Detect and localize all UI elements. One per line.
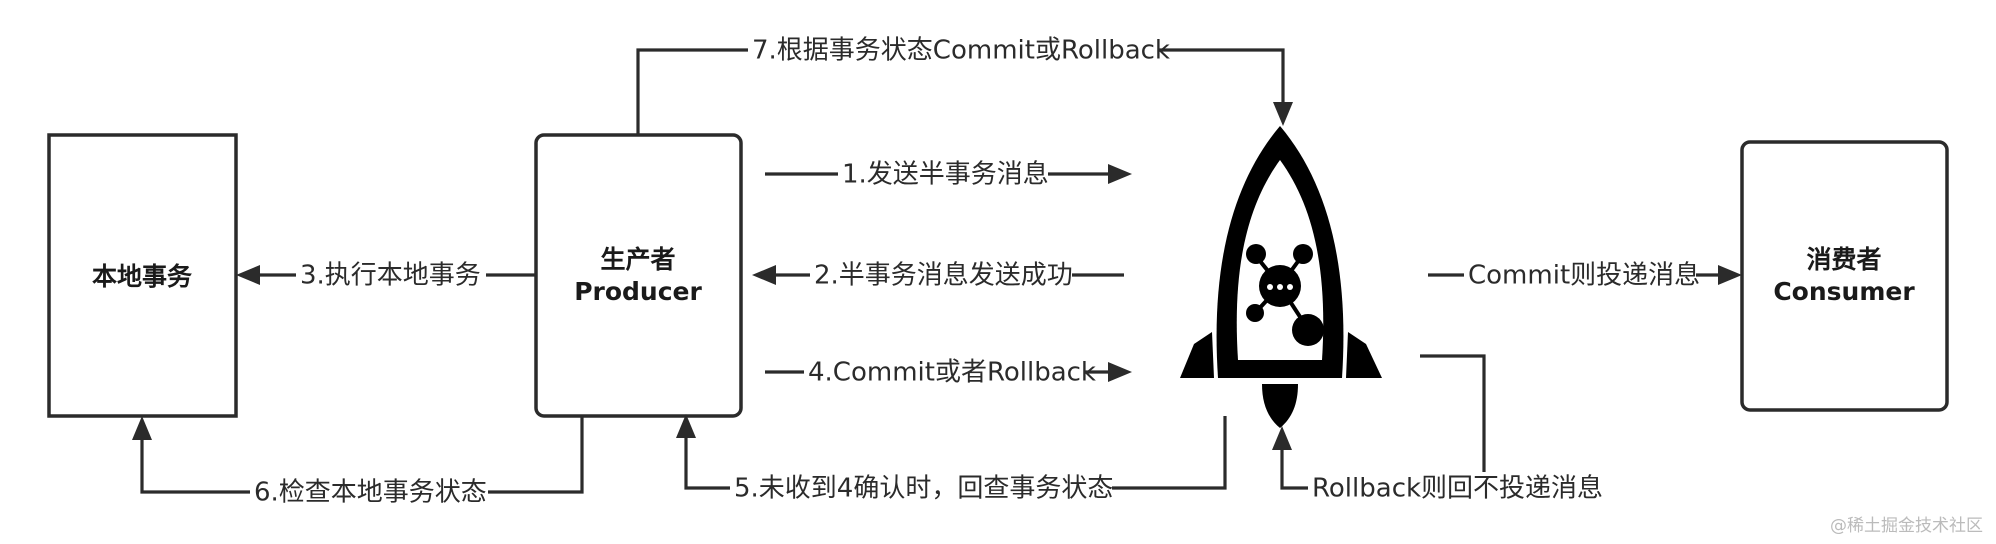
edge-2-label: 2.半事务消息发送成功 <box>814 261 1073 291</box>
edge-2-half-message-ok: 2.半事务消息发送成功 <box>752 259 1124 291</box>
edge-1-send-half-message: 1.发送半事务消息 <box>765 158 1132 190</box>
edge-commit-label: Commit则投递消息 <box>1468 261 1700 291</box>
edge-6-check-local-status: 6.检查本地事务状态 <box>132 416 584 508</box>
node-producer-label-en: Producer <box>574 277 702 306</box>
edge-4-label: 4.Commit或者Rollback <box>808 358 1096 388</box>
edge-7-commit-by-status: 7.根据事务状态Commit或Rollback <box>636 34 1293 135</box>
node-producer-label-cn: 生产者 <box>600 245 675 274</box>
node-consumer-label-en: Consumer <box>1773 277 1915 306</box>
edge-3-label: 3.执行本地事务 <box>300 261 481 291</box>
node-local-transaction-label: 本地事务 <box>92 262 192 291</box>
edge-5-check-back: 5.未收到4确认时，回查事务状态 <box>676 414 1227 504</box>
broker-rocket-icon <box>1180 126 1382 428</box>
broker-hub-symbol <box>1246 244 1324 346</box>
watermark: @稀土掘金技术社区 <box>1830 516 1983 536</box>
edge-4-commit-or-rollback: 4.Commit或者Rollback <box>765 356 1132 388</box>
node-producer: 生产者 Producer <box>534 133 743 418</box>
node-local-transaction: 本地事务 <box>47 133 238 418</box>
node-consumer-label-cn: 消费者 <box>1806 245 1881 274</box>
edge-7-label: 7.根据事务状态Commit或Rollback <box>752 36 1170 66</box>
edge-6-label: 6.检查本地事务状态 <box>254 478 487 508</box>
edge-5-label: 5.未收到4确认时，回查事务状态 <box>734 474 1113 504</box>
edge-rollback-label: Rollback则回不投递消息 <box>1312 474 1603 504</box>
edge-commit-deliver: Commit则投递消息 <box>1428 259 1742 291</box>
node-consumer: 消费者 Consumer <box>1740 140 1949 412</box>
edge-rollback-no-deliver: Rollback则回不投递消息 <box>1272 354 1604 504</box>
edge-3-execute-local: 3.执行本地事务 <box>236 259 536 291</box>
edge-1-label: 1.发送半事务消息 <box>842 160 1049 190</box>
